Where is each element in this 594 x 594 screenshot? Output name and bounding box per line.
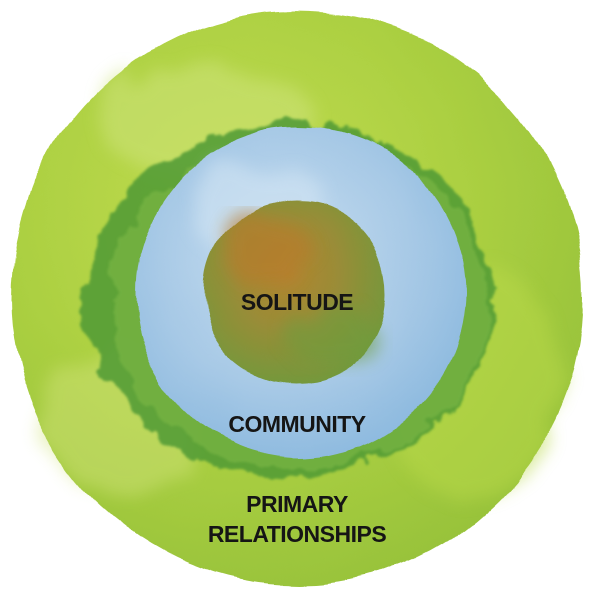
inner-circle-rust-blotch: [225, 220, 315, 290]
primary-relationships-label-line-2: RELATIONSHIPS: [208, 521, 387, 547]
solitude-label: SOLITUDE: [241, 289, 353, 315]
community-label: COMMUNITY: [228, 411, 365, 437]
primary-relationships-label-line-1: PRIMARY: [246, 491, 348, 517]
inner-circle: [204, 200, 388, 384]
inner-circle-green-blotch: [285, 305, 375, 365]
